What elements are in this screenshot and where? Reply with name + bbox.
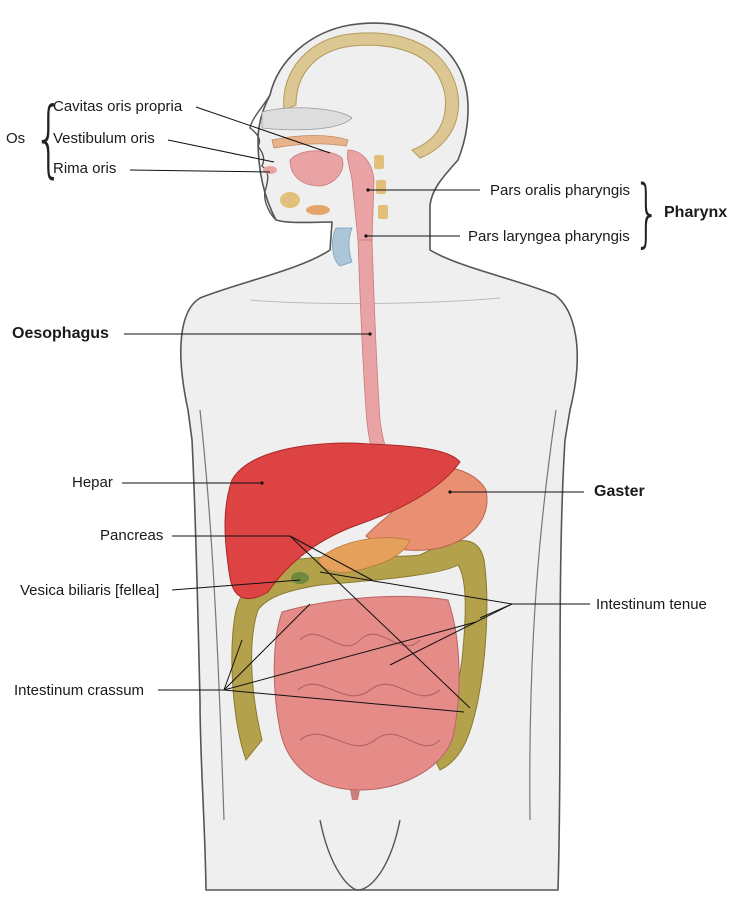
larynx <box>333 228 352 266</box>
vertebra-2 <box>376 180 386 194</box>
gallbladder <box>291 572 309 584</box>
label-pars-laryngea-pharyngis: Pars laryngea pharyngis <box>468 228 630 246</box>
label-gaster: Gaster <box>594 483 645 501</box>
small-intestine <box>274 596 459 790</box>
dot-oesophagus <box>368 332 371 335</box>
label-rima-oris: Rima oris <box>53 160 116 178</box>
dot-hepar <box>260 481 263 484</box>
label-os: Os <box>6 130 25 148</box>
label-pancreas: Pancreas <box>100 527 163 545</box>
label-pars-oralis-pharyngis: Pars oralis pharyngis <box>490 182 630 200</box>
label-oesophagus: Oesophagus <box>12 325 109 343</box>
label-hepar: Hepar <box>72 474 113 492</box>
dot-gaster <box>448 490 451 493</box>
hyoid <box>306 205 330 215</box>
dot-pars-laryngea <box>364 234 367 237</box>
label-vestibulum-oris: Vestibulum oris <box>53 130 155 148</box>
label-vesica-biliaris: Vesica biliaris [fellea] <box>20 582 159 600</box>
label-intestinum-tenue: Intestinum tenue <box>596 596 707 614</box>
dot-pars-oralis <box>366 188 369 191</box>
leader-rima <box>130 170 270 172</box>
label-pharynx: Pharynx <box>664 204 727 222</box>
label-intestinum-crassum: Intestinum crassum <box>14 682 144 700</box>
label-cavitas-oris-propria: Cavitas oris propria <box>53 98 182 116</box>
pharynx-brace: } <box>634 176 660 250</box>
vertebra-3 <box>378 205 388 219</box>
vertebra-1 <box>374 155 384 169</box>
mandible <box>280 192 300 208</box>
lips <box>263 166 277 174</box>
